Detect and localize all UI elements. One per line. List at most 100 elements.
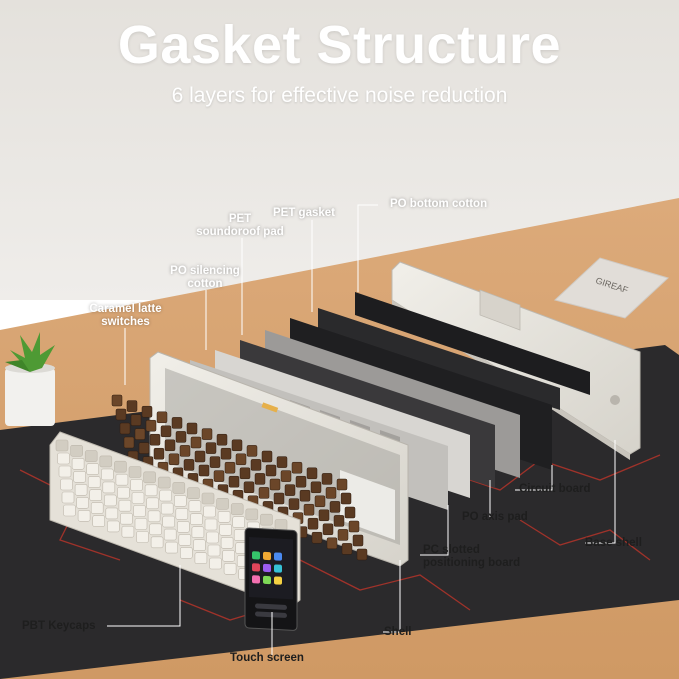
keycap <box>58 465 72 478</box>
keycap <box>232 516 245 528</box>
keycap <box>104 494 117 507</box>
keycap <box>105 507 119 520</box>
keycap <box>86 463 99 475</box>
touch-screen-device <box>244 527 298 631</box>
keycap <box>223 562 237 575</box>
keycap <box>134 518 148 530</box>
switch <box>258 487 270 499</box>
label-shell: Shell <box>384 626 412 638</box>
switch <box>111 394 123 407</box>
label-pbt-keycaps: PBT Keycaps <box>22 620 96 632</box>
keycap <box>177 521 190 533</box>
keycap <box>260 513 273 526</box>
keycap <box>130 479 143 491</box>
switch <box>224 461 236 474</box>
switch <box>194 450 206 463</box>
keycap-block <box>49 431 301 609</box>
keycap <box>136 531 149 543</box>
switch <box>325 487 337 499</box>
keycap <box>92 515 105 527</box>
keycap <box>114 460 127 473</box>
switch <box>235 453 247 466</box>
keycap <box>131 492 145 504</box>
keycap <box>220 536 234 549</box>
switch <box>130 414 142 426</box>
label-caramel-latte-switches: Caramel latte switches <box>78 303 173 329</box>
label-po-silencing-line1: PO silencing <box>170 265 240 277</box>
page-title: Gasket Structure <box>117 15 562 75</box>
switch <box>322 523 334 536</box>
switch <box>291 461 303 474</box>
keycap <box>162 515 175 528</box>
switch <box>160 425 172 438</box>
switch <box>205 442 217 454</box>
keycap <box>190 513 203 526</box>
keycap <box>159 489 172 502</box>
switch <box>337 529 349 541</box>
switch <box>190 436 202 449</box>
switch <box>209 456 221 468</box>
keycap <box>194 552 208 565</box>
switch <box>280 470 292 482</box>
keycap <box>150 536 164 549</box>
keycap <box>57 452 70 465</box>
keycap <box>217 510 231 523</box>
switch <box>243 481 255 494</box>
label-pet-soundproof-line1: PET <box>228 213 252 225</box>
keycap <box>157 476 171 489</box>
keycap <box>84 450 98 462</box>
switch <box>126 400 138 412</box>
keycap <box>107 520 120 533</box>
keycap <box>121 525 135 538</box>
keycap <box>90 502 104 514</box>
keycap <box>216 497 229 510</box>
switch <box>284 484 296 496</box>
switch <box>220 447 232 460</box>
switch <box>333 515 345 527</box>
switch <box>326 537 338 550</box>
keycap <box>274 519 288 531</box>
keycap <box>245 508 259 521</box>
keycap <box>180 547 193 559</box>
switch <box>198 464 210 477</box>
keycap <box>193 539 206 552</box>
switch <box>356 548 368 561</box>
keycap <box>89 489 102 501</box>
keycap <box>174 495 187 507</box>
label-switches-line1: Caramel latte <box>89 303 162 315</box>
switch <box>231 439 243 452</box>
label-switches-line2: switches <box>101 316 150 328</box>
keycap <box>133 505 146 517</box>
label-po-silencing-line2: cotton <box>187 278 223 290</box>
keycap <box>187 487 200 500</box>
keycap <box>175 508 189 520</box>
switch <box>276 456 288 468</box>
keycap <box>102 481 116 494</box>
switch <box>175 431 187 443</box>
switch <box>314 495 326 508</box>
po-bottom-cotton-layer <box>355 292 590 395</box>
label-po-bottom-cotton: PO bottom cotton <box>390 198 488 210</box>
keycap <box>219 523 232 536</box>
paper-card: GIREAF <box>553 257 669 319</box>
keycap <box>60 478 73 491</box>
keycap <box>230 503 244 515</box>
keycap <box>163 528 177 541</box>
switch <box>310 481 322 494</box>
label-pet-soundproof-line2: soundoroof pad <box>196 226 284 238</box>
keycap <box>146 497 159 510</box>
keycap <box>115 473 129 486</box>
keycap <box>222 549 235 562</box>
switch <box>340 492 352 505</box>
switch <box>336 478 348 491</box>
keycap <box>160 502 174 515</box>
keycap <box>165 541 178 554</box>
keycap <box>178 534 192 546</box>
switch <box>171 417 183 429</box>
keycap <box>191 526 205 539</box>
switch <box>153 447 165 460</box>
keycap <box>71 457 85 470</box>
switch <box>329 501 341 513</box>
